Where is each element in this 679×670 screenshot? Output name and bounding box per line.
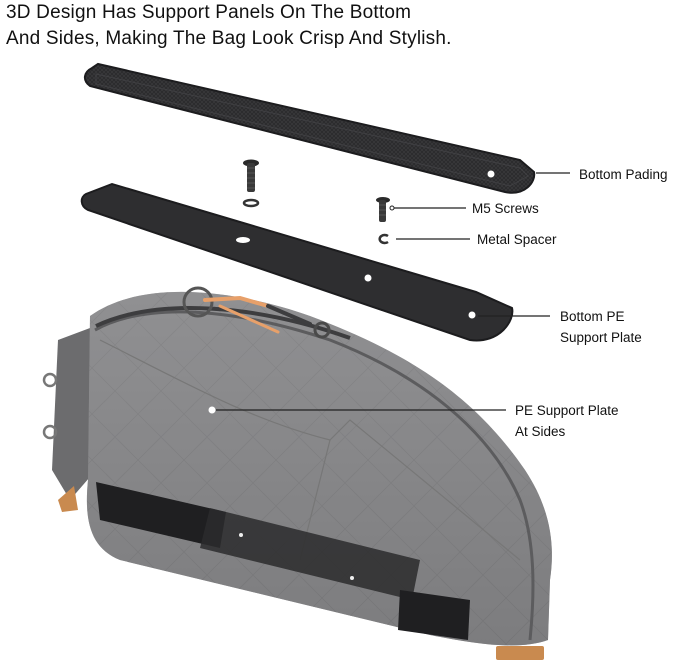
callout-bottom-pe-line-1: Bottom PE [560, 306, 642, 327]
m5-screw-left [243, 160, 259, 207]
metal-spacer [380, 235, 388, 243]
callout-side-pe-line-2: At Sides [515, 421, 619, 442]
top-tube-bag [44, 288, 552, 660]
plate-slot [236, 237, 250, 243]
callout-side-pe-line-1: PE Support Plate [515, 400, 619, 421]
bottom-padding-panel [85, 64, 534, 193]
callout-bottom-pe-line-2: Support Plate [560, 327, 642, 348]
callout-metal-spacer: Metal Spacer [477, 229, 557, 250]
plate-hole-end [469, 312, 476, 319]
callout-bottom-pe: Bottom PE Support Plate [560, 306, 642, 348]
callout-bottom-padding: Bottom Pading [579, 164, 668, 185]
brand-label [496, 646, 544, 660]
m5-screw-right [376, 197, 390, 222]
plate-hole [365, 275, 372, 282]
callout-m5-screws: M5 Screws [472, 198, 539, 219]
side-plate-dot [209, 407, 216, 414]
padding-hole [488, 171, 495, 178]
callout-side-pe: PE Support Plate At Sides [515, 400, 619, 442]
